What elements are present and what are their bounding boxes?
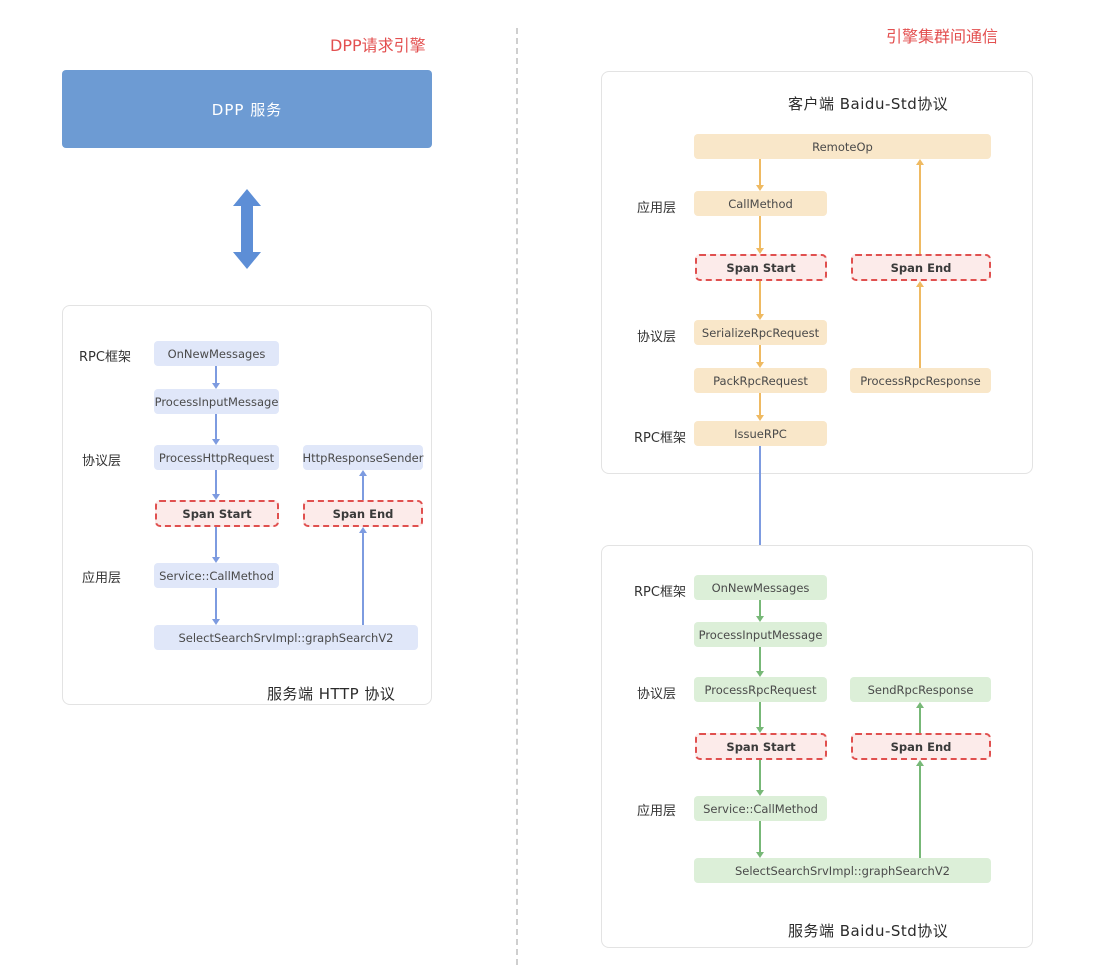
node-issue-rpc: IssueRPC <box>694 421 827 446</box>
flow-arrow-down <box>212 366 220 389</box>
layer-label-rpc: RPC框架 <box>634 431 686 446</box>
node-process-rpc-response: ProcessRpcResponse <box>850 368 991 393</box>
node-send-rpc-response: SendRpcResponse <box>850 677 991 702</box>
layer-label-app: 应用层 <box>82 571 122 586</box>
client-panel-caption: 客户端 Baidu-Std协议 <box>788 95 949 113</box>
node-http-response-sender: HttpResponseSender <box>303 445 423 470</box>
arrow-head-up-icon <box>233 189 261 206</box>
flow-arrow-down <box>756 393 764 421</box>
layer-label-rpc: RPC框架 <box>79 350 131 365</box>
flow-arrow-down <box>756 600 764 622</box>
flow-arrow-down <box>756 159 764 191</box>
flow-arrow-down <box>756 821 764 858</box>
flow-arrow-down <box>212 414 220 445</box>
layer-label-rpc: RPC框架 <box>634 585 686 600</box>
node-span-start: Span Start <box>695 733 827 760</box>
node-service-call-method: Service::CallMethod <box>154 563 279 588</box>
node-remote-op: RemoteOp <box>694 134 991 159</box>
layer-label-protocol: 协议层 <box>82 454 122 469</box>
node-select-search: SelectSearchSrvImpl::graphSearchV2 <box>694 858 991 883</box>
node-call-method: CallMethod <box>694 191 827 216</box>
node-process-input-message: ProcessInputMessage <box>154 389 279 414</box>
node-span-end: Span End <box>303 500 423 527</box>
layer-label-protocol: 协议层 <box>637 330 677 345</box>
node-span-end: Span End <box>851 733 991 760</box>
flow-arrow-down <box>212 588 220 625</box>
flow-arrow-down <box>756 647 764 677</box>
node-span-start: Span Start <box>695 254 827 281</box>
node-process-rpc-request: ProcessRpcRequest <box>694 677 827 702</box>
server-panel-caption: 服务端 Baidu-Std协议 <box>788 922 949 940</box>
flow-arrow-down <box>756 760 764 796</box>
bidirectional-arrow <box>233 189 261 269</box>
node-span-end: Span End <box>851 254 991 281</box>
flow-arrow-up <box>916 760 924 858</box>
flow-arrow-down <box>212 470 220 500</box>
node-service-call-method: Service::CallMethod <box>694 796 827 821</box>
node-on-new-messages: OnNewMessages <box>154 341 279 366</box>
node-span-start: Span Start <box>155 500 279 527</box>
arrow-head-down-icon <box>233 252 261 269</box>
flow-arrow-down <box>756 345 764 368</box>
flow-arrow-up <box>916 702 924 733</box>
node-serialize-rpc-request: SerializeRpcRequest <box>694 320 827 345</box>
layer-label-app: 应用层 <box>637 201 677 216</box>
node-on-new-messages: OnNewMessages <box>694 575 827 600</box>
flow-arrow-up <box>359 470 367 500</box>
node-process-http-request: ProcessHttpRequest <box>154 445 279 470</box>
flow-arrow-down <box>756 702 764 733</box>
flow-arrow-down <box>212 527 220 563</box>
node-process-input-message: ProcessInputMessage <box>694 622 827 647</box>
node-select-search: SelectSearchSrvImpl::graphSearchV2 <box>154 625 418 650</box>
arrow-shaft <box>241 206 253 252</box>
layer-label-protocol: 协议层 <box>637 687 677 702</box>
dpp-service-box: DPP 服务 <box>62 70 432 148</box>
left-section-title: DPP请求引擎 <box>330 36 426 55</box>
flow-arrow-down <box>756 216 764 254</box>
flow-arrow-up <box>916 281 924 368</box>
http-panel-caption: 服务端 HTTP 协议 <box>267 685 396 703</box>
right-section-title: 引擎集群间通信 <box>886 27 999 46</box>
flow-arrow-down <box>756 281 764 320</box>
layer-label-app: 应用层 <box>637 804 677 819</box>
flow-arrow-up <box>359 527 367 625</box>
section-divider <box>516 28 518 965</box>
flow-arrow-up <box>916 159 924 254</box>
node-pack-rpc-request: PackRpcRequest <box>694 368 827 393</box>
